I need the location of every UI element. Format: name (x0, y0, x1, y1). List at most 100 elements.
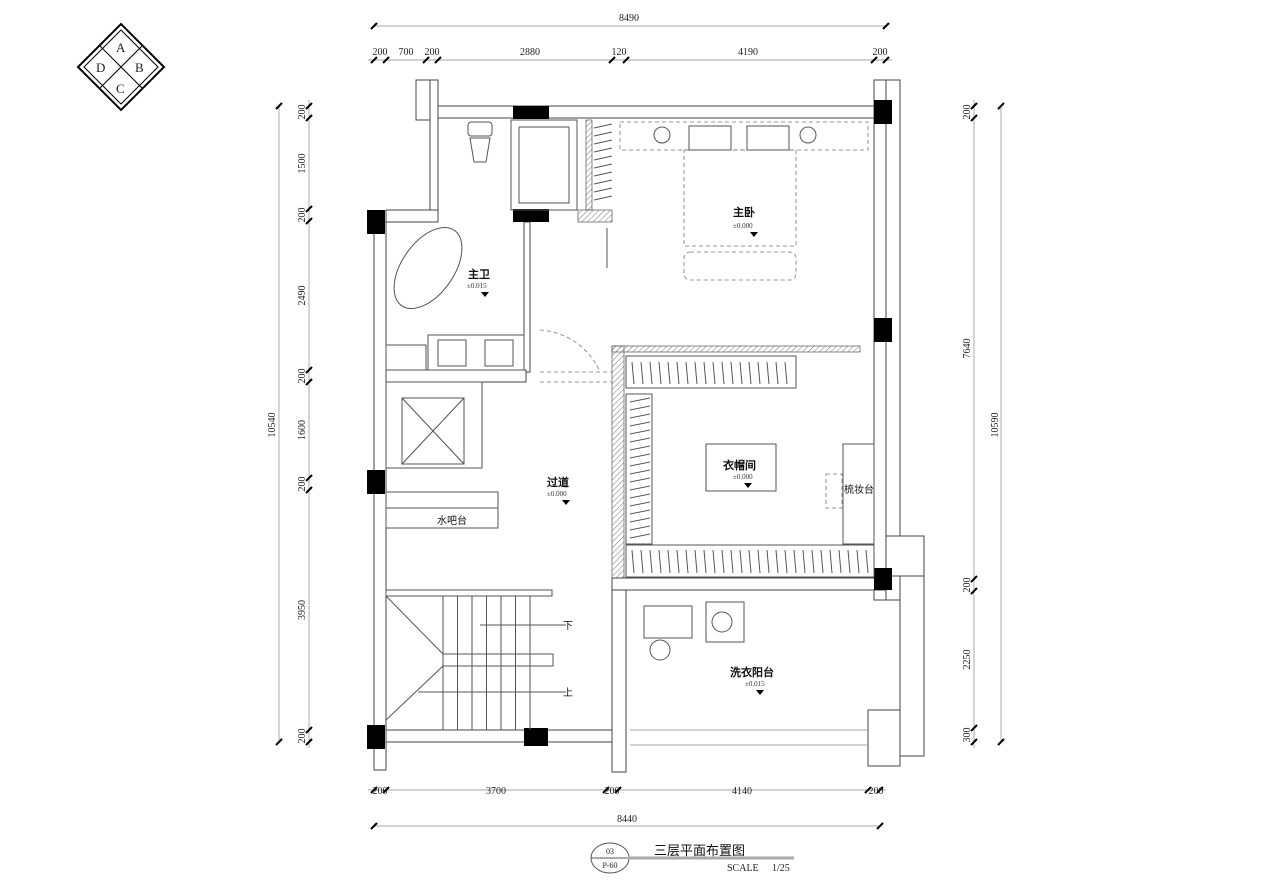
dim-bottom-seg: 4140 (732, 786, 752, 797)
hanger (676, 361, 680, 385)
hanger (629, 429, 651, 435)
hanger (694, 361, 698, 385)
scale-label: SCALE (727, 863, 759, 874)
hanger (865, 549, 869, 574)
dim-left-seg: 200 (297, 477, 308, 492)
hanger (593, 171, 613, 177)
hanger (856, 549, 860, 574)
dimension-tick (864, 786, 872, 794)
label-corridor: 过道 (547, 475, 569, 489)
dim-top-seg: 700 (399, 47, 414, 58)
dim-left-seg: 1500 (297, 154, 308, 174)
hanger (820, 549, 824, 574)
door-swing (539, 329, 601, 373)
dim-right-seg: 2250 (962, 650, 973, 670)
sheet-number: 03 (606, 847, 614, 856)
dimension-tick (305, 738, 313, 746)
label-master-bath: 主卫 (468, 267, 490, 281)
dimension-tick (970, 114, 978, 122)
hanger (593, 123, 613, 129)
vanity (427, 334, 525, 371)
drawing-title: 三层平面布置图 (654, 844, 745, 859)
dimension-tick (382, 786, 390, 794)
dimension-tick (370, 56, 378, 64)
title-block: 03 P-60 三层平面布置图 SCALE 1/25 (590, 842, 794, 874)
hanger (703, 361, 707, 385)
label-stairs-up: 上 (563, 687, 573, 699)
dimension-tick (602, 786, 610, 794)
dim-top-total: 8490 (619, 13, 639, 24)
hanger (739, 549, 743, 574)
walls (373, 79, 925, 773)
hanger (629, 533, 651, 539)
dimension-tick (305, 474, 313, 482)
dimension-tick (622, 56, 630, 64)
elevator (385, 381, 483, 469)
dim-top-seg: 120 (612, 47, 627, 58)
hanger (593, 187, 613, 193)
dim-top-seg: 200 (425, 47, 440, 58)
dim-left-seg: 200 (297, 208, 308, 223)
compass-logo: A D B C (76, 22, 166, 112)
hanger (593, 195, 613, 201)
dimension-tick (305, 726, 313, 734)
hanger (649, 549, 653, 574)
toilet (467, 121, 493, 137)
hanger (649, 361, 653, 385)
dim-right-seg: 7640 (962, 339, 973, 359)
label-walk-in-closet: 衣帽间 (723, 458, 756, 472)
hanger (629, 469, 651, 475)
dim-top-seg: 4190 (738, 47, 758, 58)
dim-left-seg: 2490 (297, 286, 308, 306)
hanger (629, 501, 651, 507)
hanger (694, 549, 698, 574)
page-ref: P-60 (602, 861, 617, 870)
hanger (640, 549, 644, 574)
dim-right-seg: 200 (962, 578, 973, 593)
compass-c: C (116, 81, 125, 96)
hanger (847, 549, 851, 574)
dimension-tick (305, 486, 313, 494)
label-dressing-table: 梳妆台 (844, 483, 874, 496)
hanger (629, 461, 651, 467)
dimension-tick (970, 575, 978, 583)
compass-a: A (116, 40, 126, 55)
hanger (712, 549, 716, 574)
hanger (703, 549, 707, 574)
hanger (685, 549, 689, 574)
hanger (757, 549, 761, 574)
dimension-tick (422, 56, 430, 64)
dimension-tick (305, 114, 313, 122)
hanger (793, 549, 797, 574)
dimension-tick (970, 587, 978, 595)
dimension-tick (608, 56, 616, 64)
dimension-tick (970, 724, 978, 732)
dimension-tick (876, 786, 884, 794)
hanger (593, 131, 613, 137)
bottom-dimensions: 200 3700 200 4140 200 8440 (368, 786, 886, 830)
hanger (775, 549, 779, 574)
hanger (593, 179, 613, 185)
dim-left-seg: 200 (297, 105, 308, 120)
hanger (775, 361, 779, 385)
bathtub (393, 226, 463, 310)
hanger (629, 397, 651, 403)
level-master-bath: ±0.015 (467, 282, 487, 290)
hanger (811, 549, 815, 574)
dim-right-seg: 200 (962, 105, 973, 120)
hanger (629, 517, 651, 523)
level-master-bedroom: ±0.000 (733, 222, 753, 230)
hanger (629, 509, 651, 515)
hanger (730, 361, 734, 385)
compass-d: D (96, 60, 105, 75)
top-dimensions: 8490 200 700 200 2880 120 4190 200 (368, 13, 892, 64)
dim-bottom-seg: 3700 (486, 786, 506, 797)
dimension-tick (305, 102, 313, 110)
hanger (629, 493, 651, 499)
laundry-sink (643, 605, 693, 639)
dim-left-seg: 200 (297, 369, 308, 384)
hanger (667, 361, 671, 385)
hanger (593, 147, 613, 153)
